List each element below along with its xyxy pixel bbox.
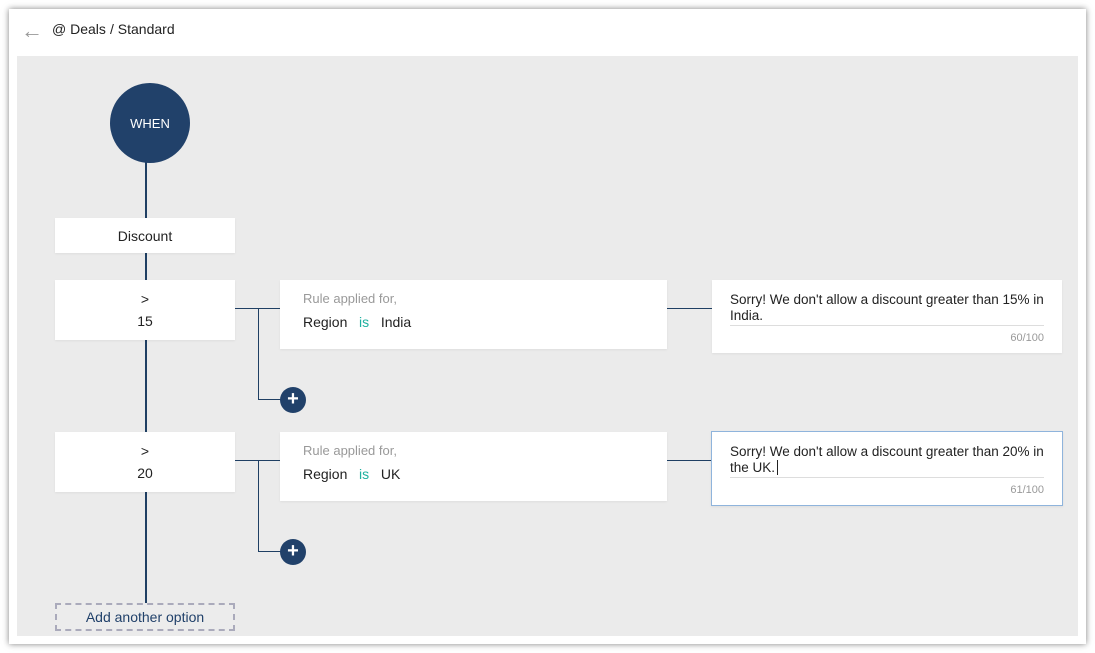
char-count: 60/100	[1010, 332, 1044, 344]
cond-op: is	[359, 314, 370, 330]
rule-label: Rule applied for,	[303, 443, 397, 458]
message-input[interactable]: Sorry! We don't allow a discount greater…	[730, 292, 1044, 326]
rule-condition: Region is UK	[303, 466, 400, 482]
breadcrumb-layout: / Standard	[110, 21, 175, 37]
message-box-1[interactable]: Sorry! We don't allow a discount greater…	[712, 280, 1062, 353]
connector	[258, 399, 283, 400]
connector	[258, 308, 259, 400]
cond-value: India	[380, 314, 412, 330]
rule-node-2[interactable]: Rule applied for, Region is UK	[280, 432, 667, 501]
message-input[interactable]: Sorry! We don't allow a discount greater…	[730, 444, 1044, 478]
operator: >	[140, 291, 150, 307]
add-another-option-button[interactable]: Add another option	[55, 603, 235, 631]
header: ← @ Deals / Standard	[9, 9, 1086, 54]
connector	[235, 460, 280, 461]
connector	[258, 460, 259, 552]
char-count: 61/100	[1010, 484, 1044, 496]
connector	[667, 460, 712, 461]
connector	[235, 308, 280, 309]
rule-condition: Region is India	[303, 314, 411, 330]
value: 20	[137, 465, 153, 481]
rule-label: Rule applied for,	[303, 291, 397, 306]
condition-node-2[interactable]: > 20	[55, 432, 235, 492]
rule-node-1[interactable]: Rule applied for, Region is India	[280, 280, 667, 349]
window: ← @ Deals / Standard WHEN Discount > 15 …	[9, 9, 1086, 644]
cond-op: is	[359, 466, 370, 482]
add-rule-button-2[interactable]: +	[280, 539, 306, 565]
back-arrow-icon[interactable]: ←	[21, 18, 43, 43]
condition-node-1[interactable]: > 15	[55, 280, 235, 340]
breadcrumb-module[interactable]: @ Deals	[52, 21, 106, 37]
when-node: WHEN	[110, 83, 190, 163]
main-connector	[145, 159, 147, 604]
cond-field: Region	[303, 314, 348, 330]
value: 15	[137, 313, 153, 329]
connector	[258, 551, 283, 552]
connector	[667, 308, 712, 309]
cond-field: Region	[303, 466, 348, 482]
message-box-2[interactable]: Sorry! We don't allow a discount greater…	[711, 431, 1063, 506]
field-node[interactable]: Discount	[55, 218, 235, 253]
operator: >	[140, 443, 150, 459]
add-rule-button-1[interactable]: +	[280, 387, 306, 413]
cond-value: UK	[380, 466, 401, 482]
